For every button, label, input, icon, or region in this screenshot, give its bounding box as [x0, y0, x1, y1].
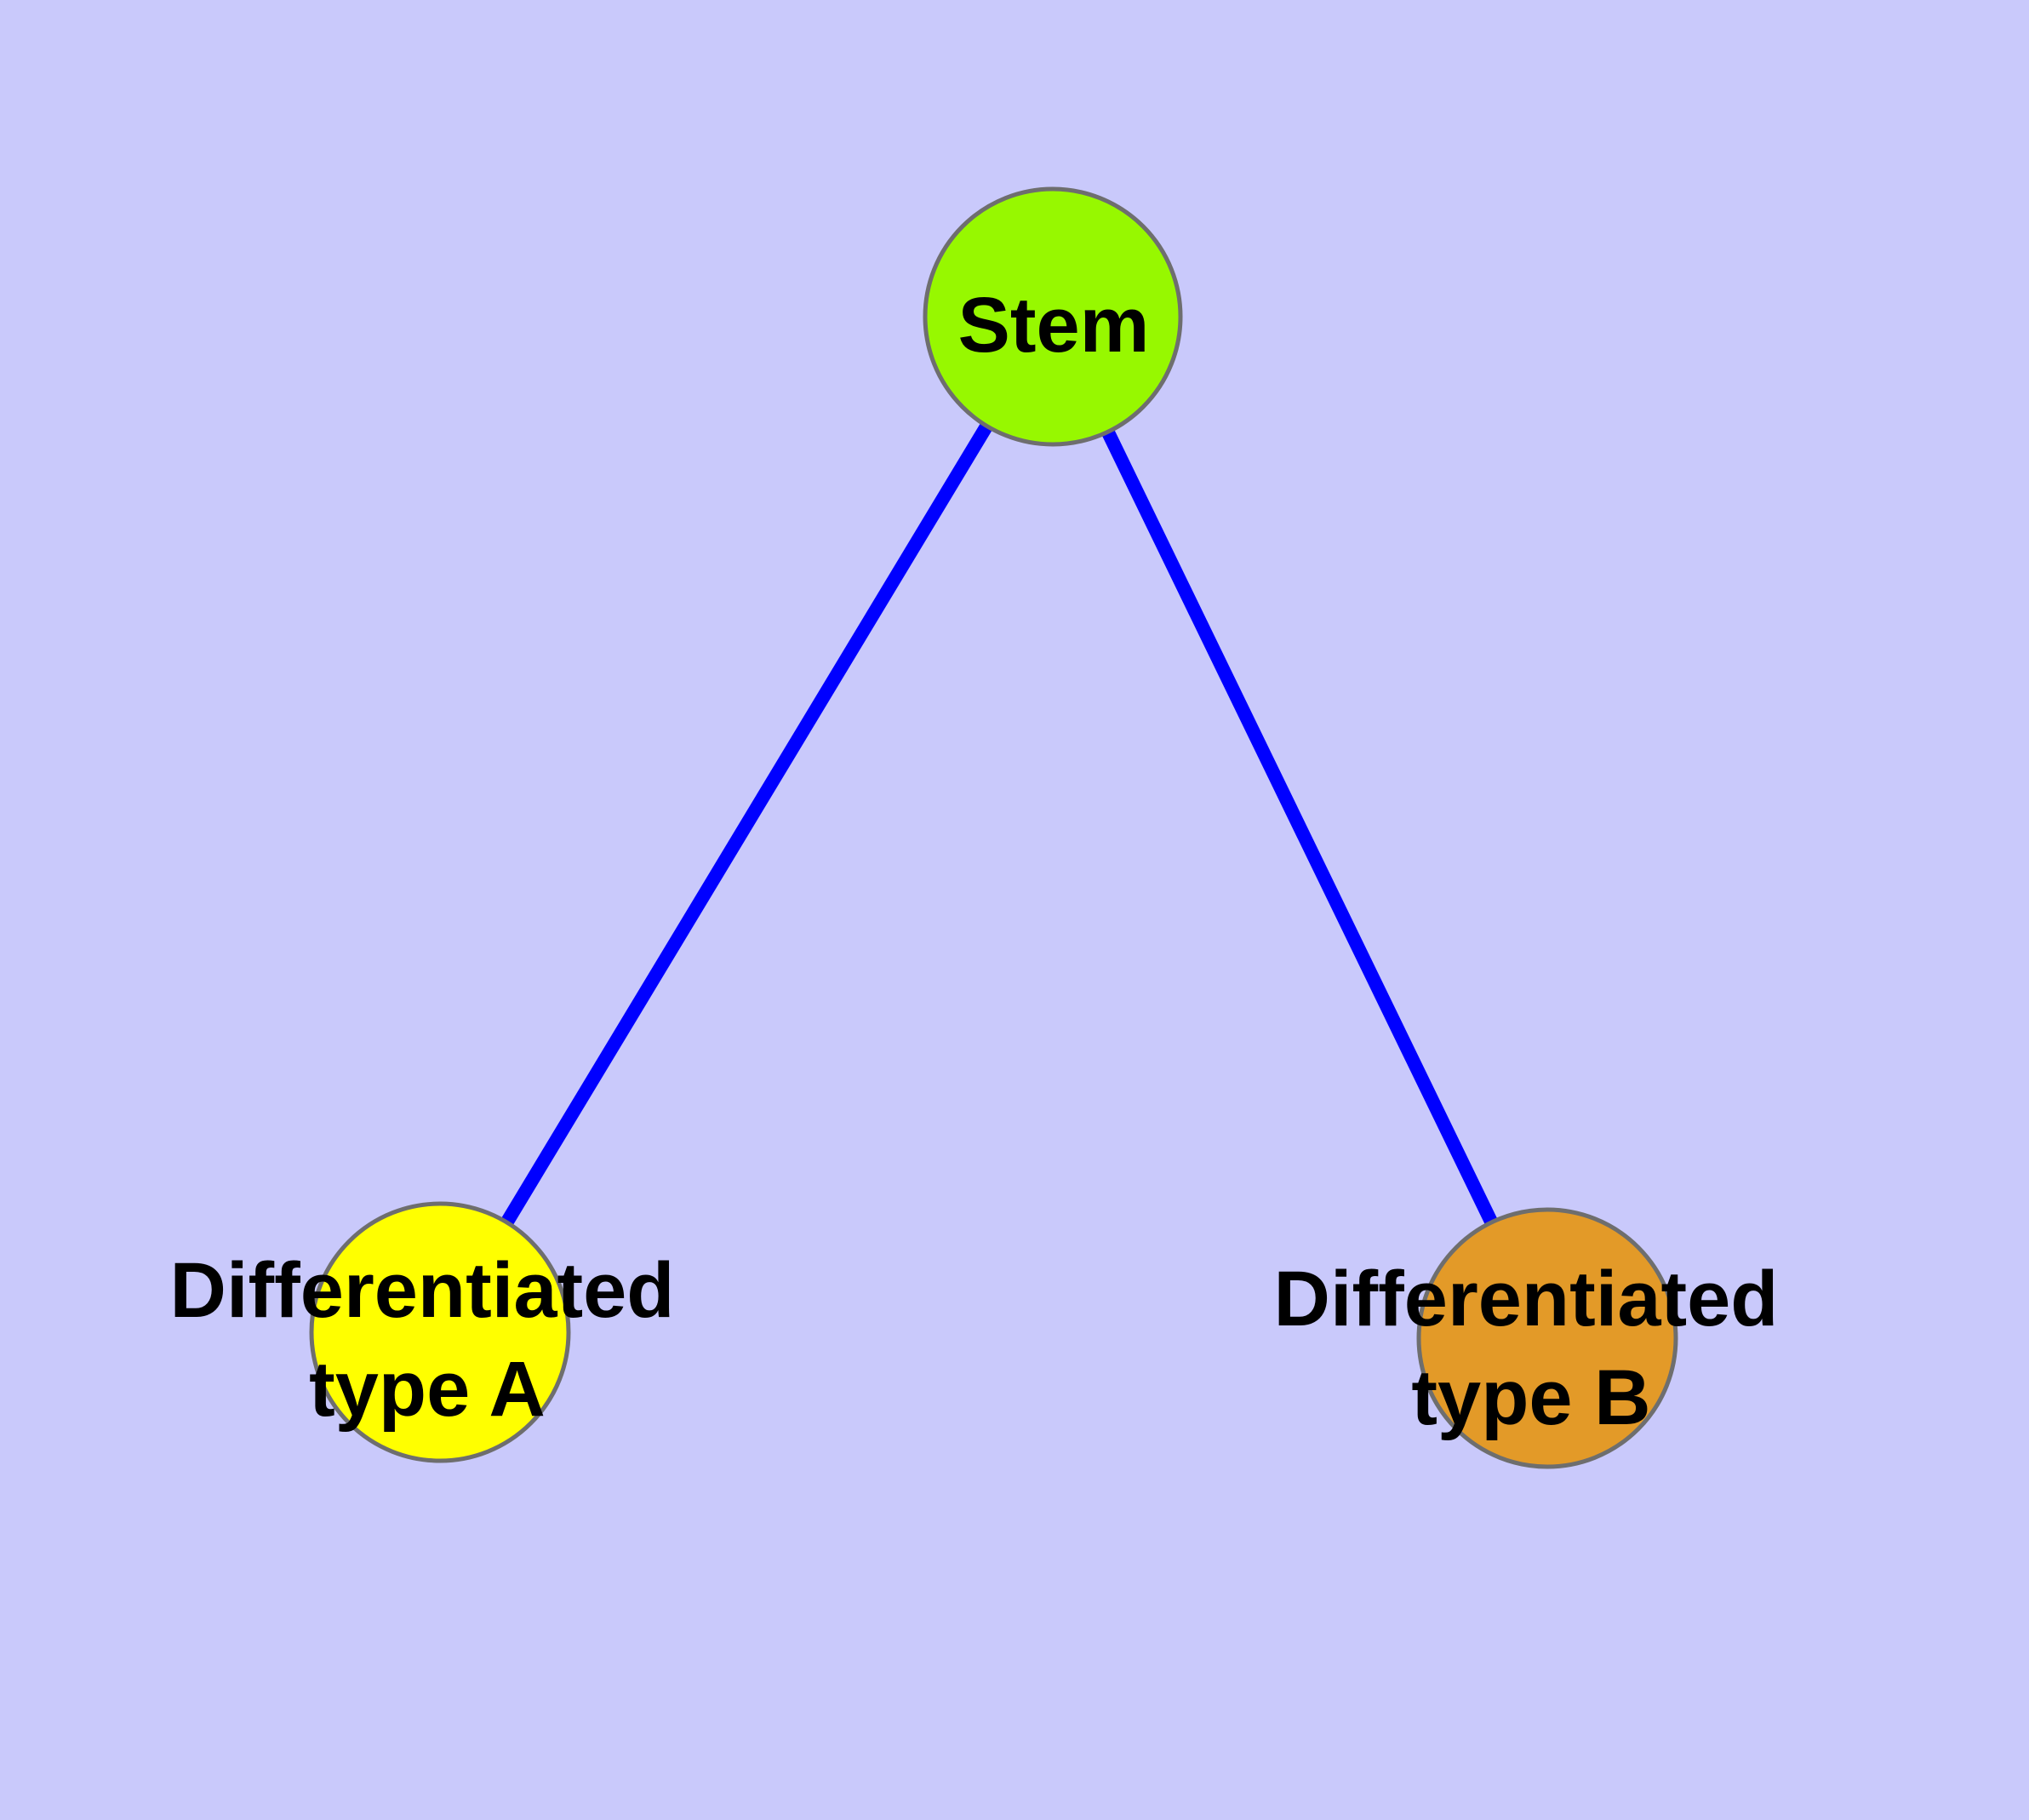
edge-stem-to-type-b	[1101, 429, 1498, 1225]
node-stem-label: Stem	[958, 282, 1150, 369]
node-differentiated-type-a-label-line2: type A	[309, 1346, 546, 1433]
node-differentiated-type-a	[309, 1201, 571, 1463]
node-differentiated-type-b	[1416, 1207, 1678, 1469]
node-differentiated-type-a-label-line1: Differentiated	[170, 1247, 675, 1334]
node-differentiated-type-b-label-line2: type B	[1411, 1354, 1650, 1441]
edge-stem-to-type-a	[501, 422, 992, 1226]
node-stem	[923, 186, 1183, 447]
node-differentiated-type-b-label-line1: Differentiated	[1274, 1256, 1779, 1342]
